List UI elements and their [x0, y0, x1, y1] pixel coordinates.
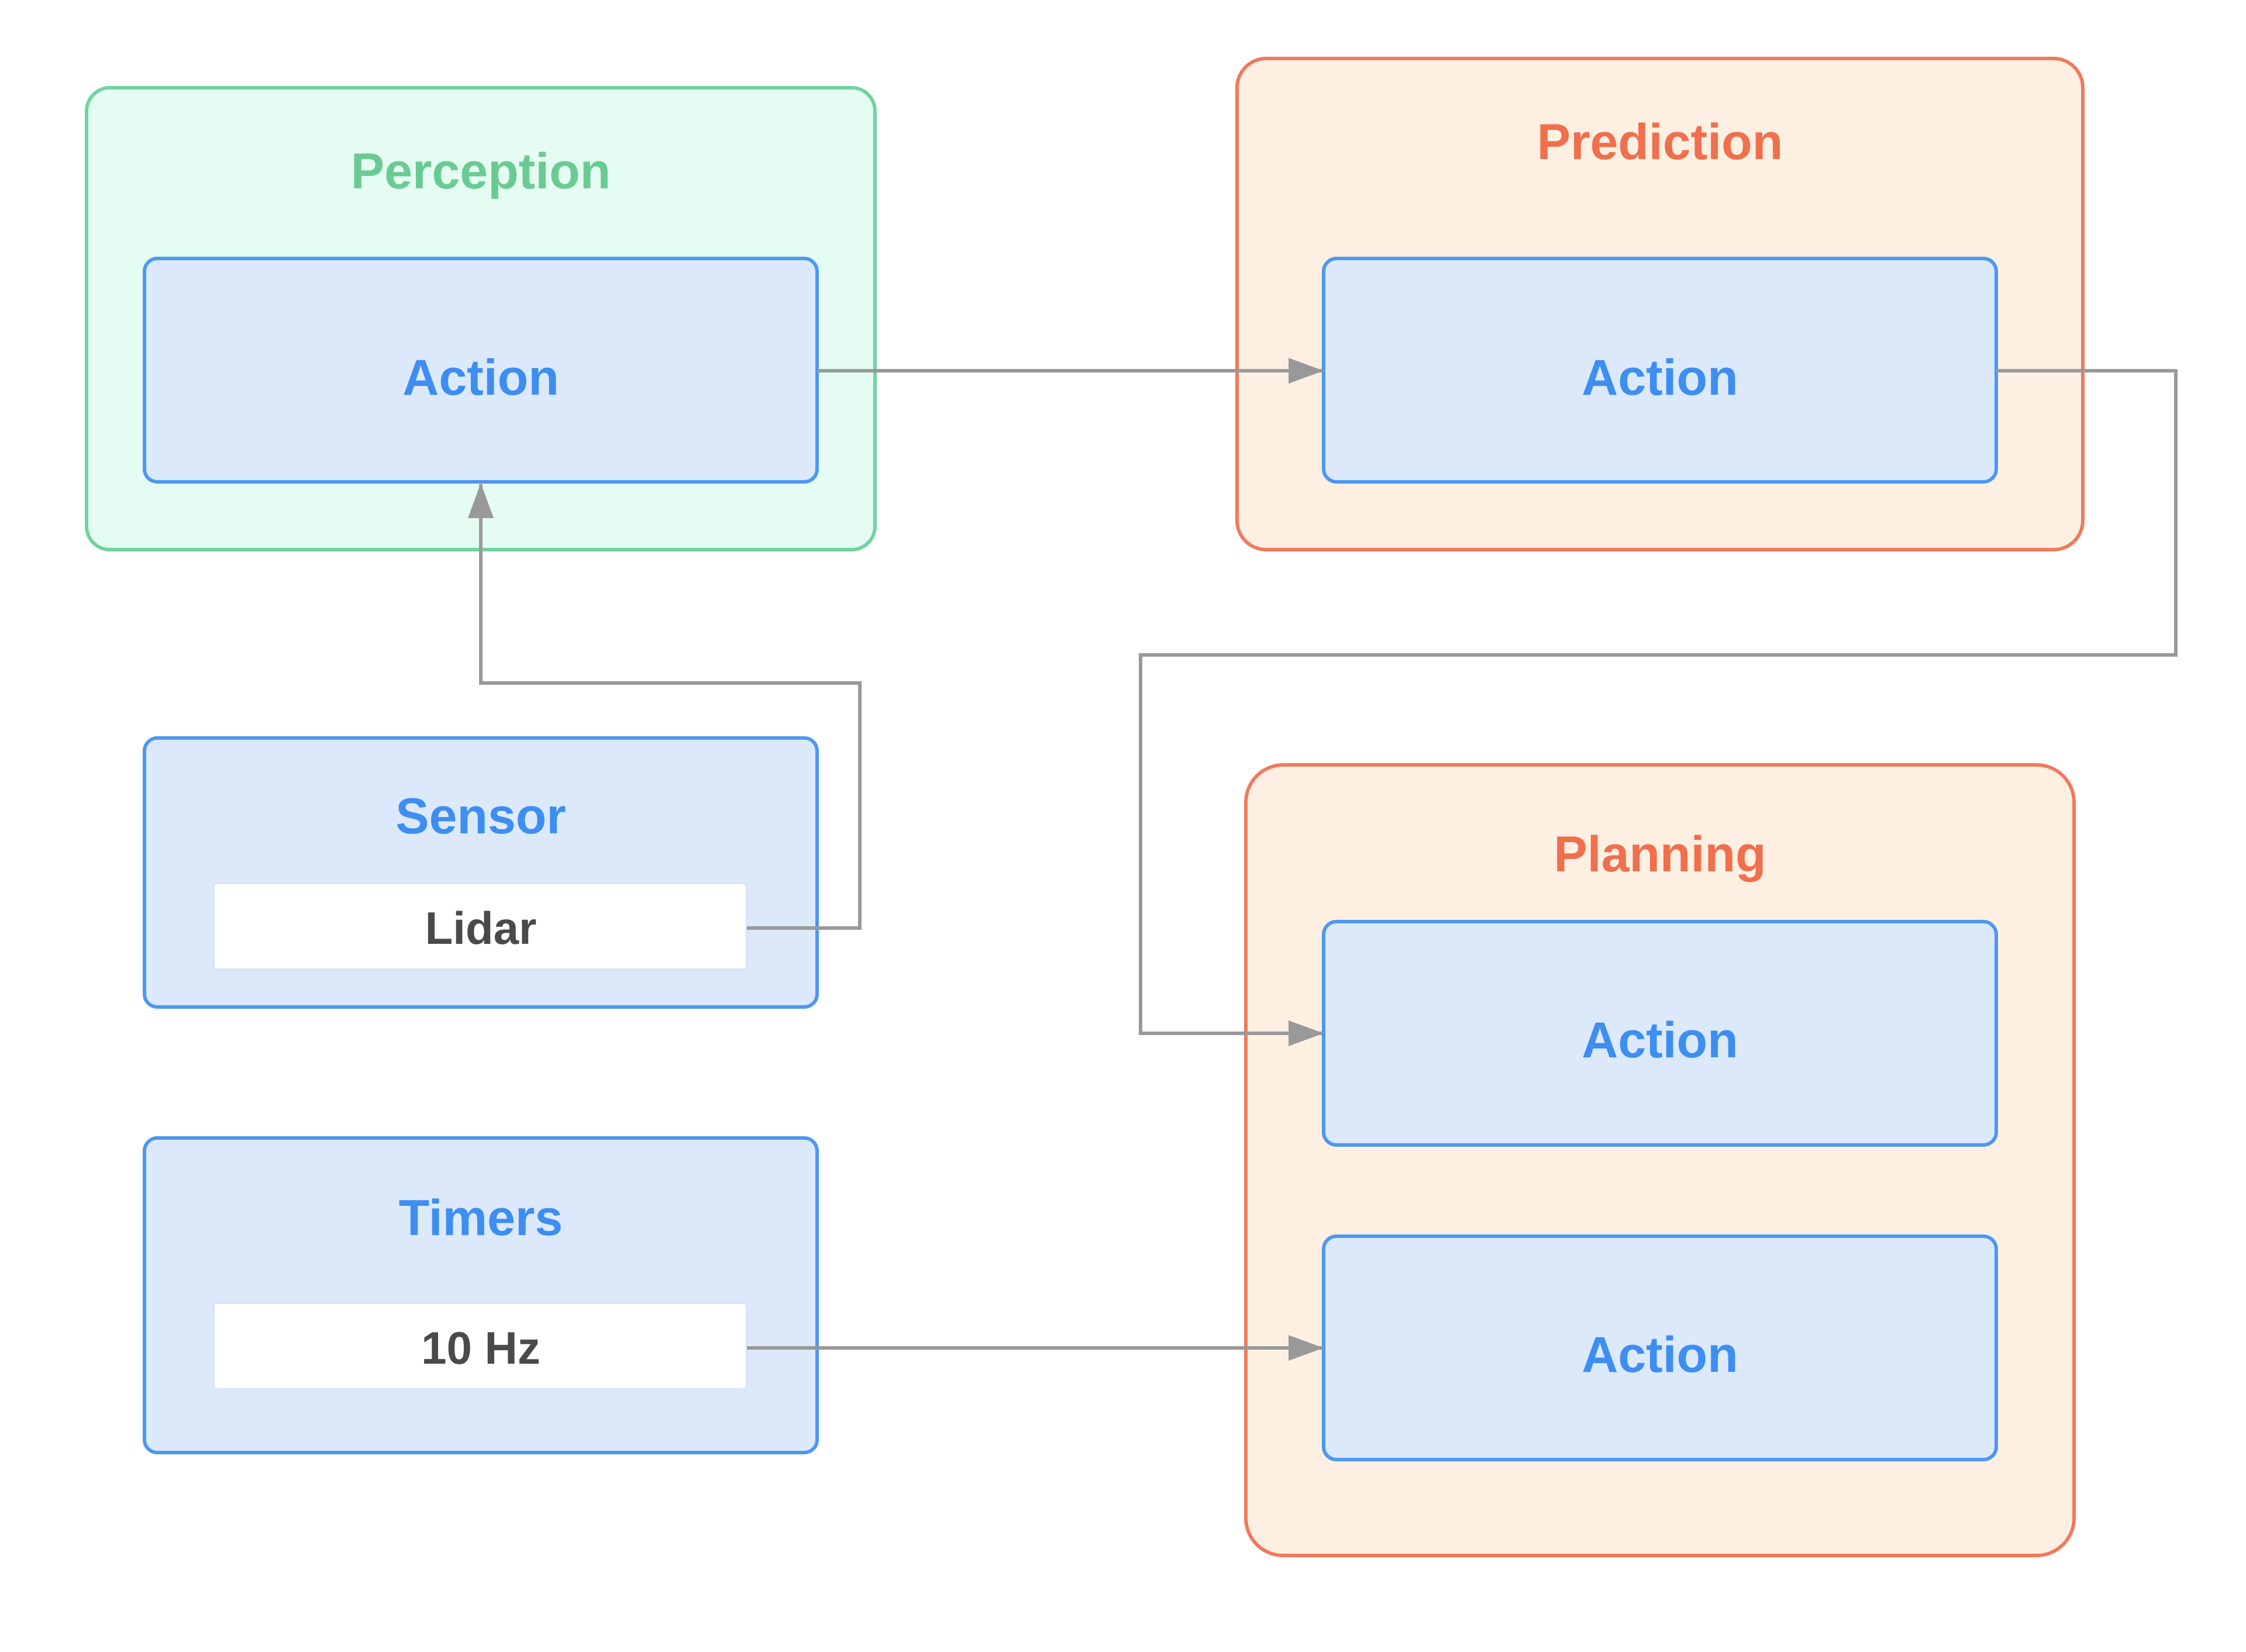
sensor-to-perception-arrow — [468, 483, 862, 930]
sensor-value: Lidar — [425, 902, 537, 954]
planning-action-label-1: Action — [1582, 1012, 1738, 1068]
perception-title: Perception — [351, 143, 611, 199]
sensor-title: Sensor — [395, 788, 566, 844]
planning-action-box-1[interactable] — [1322, 920, 1998, 1147]
perception-group: Perception Action — [85, 86, 877, 551]
prediction-title: Prediction — [1537, 114, 1783, 170]
planning-title: Planning — [1553, 826, 1766, 882]
prediction-group: Prediction Action — [1235, 57, 2085, 551]
connectors — [468, 358, 2178, 1361]
planning-action-box-2[interactable] — [1322, 1234, 1998, 1461]
prediction-to-planning-arrow — [1139, 369, 2178, 1046]
prediction-action-label: Action — [1582, 350, 1738, 406]
timers-node: Timers 10 Hz — [143, 1136, 819, 1454]
timers-box[interactable] — [143, 1136, 819, 1454]
perception-action-label: Action — [402, 350, 559, 406]
planning-group: Planning Action Action — [1244, 763, 2076, 1557]
timers-title: Timers — [399, 1190, 563, 1246]
sensor-node: Sensor Lidar — [143, 736, 819, 1009]
timers-value: 10 Hz — [421, 1322, 540, 1374]
planning-action-label-2: Action — [1582, 1327, 1738, 1383]
